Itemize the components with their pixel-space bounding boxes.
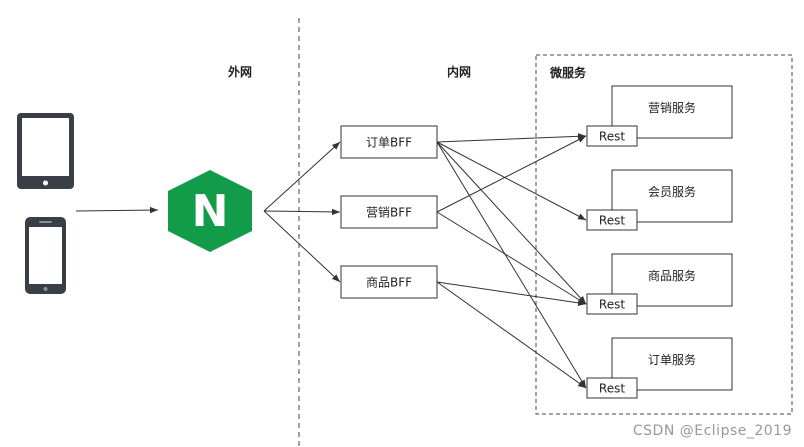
edge-marketing-bff-to-product-service (436, 211, 587, 305)
nginx-logo-icon: N (168, 170, 252, 252)
rest-endpoint-label-order: Rest (599, 382, 625, 396)
edge-order-bff-to-product-service (436, 141, 587, 305)
rest-endpoint-label-product: Rest (599, 298, 625, 312)
bff-label-product: 商品BFF (366, 275, 412, 290)
edge-marketing-bff-to-marketing-service (436, 135, 587, 213)
zone-label-external: 外网 (228, 64, 252, 79)
bff-label-order: 订单BFF (366, 136, 412, 150)
rest-endpoint-label-marketing: Rest (599, 130, 625, 144)
edge-order-bff-to-marketing-service (436, 133, 587, 143)
rest-endpoint-label-member: Rest (599, 214, 625, 228)
rest-endpoint-box-order (586, 377, 638, 399)
tablet-icon (17, 113, 74, 189)
zone-label-microservices: 微服务 (549, 65, 587, 80)
bff-box-product (340, 265, 438, 299)
service-label-order: 订单服务 (648, 352, 696, 367)
bff-nodes: 订单BFF 营销BFF 商品BFF (340, 125, 438, 299)
gateway-to-marketing-bff-arrow (263, 208, 341, 216)
zone-label-internal: 内网 (447, 64, 471, 79)
service-label-member: 会员服务 (648, 184, 696, 199)
gateway-edges (263, 141, 341, 283)
rest-endpoint-box-member (586, 209, 638, 231)
bff-box-marketing (340, 195, 438, 229)
gateway-to-product-bff-arrow (263, 210, 341, 283)
edge-order-bff-to-order-service (436, 141, 587, 389)
watermark: CSDN @Eclipse_2019 (632, 423, 792, 439)
service-label-product: 商品服务 (648, 268, 696, 283)
edge-product-bff-to-order-service (436, 281, 587, 389)
phone-icon (25, 217, 66, 294)
rest-endpoint-box-marketing (586, 125, 638, 147)
edge-order-bff-to-member-service (436, 141, 587, 221)
bff-label-marketing: 营销BFF (366, 206, 412, 220)
edge-product-bff-to-product-service (436, 281, 587, 306)
rest-endpoint-box-product (586, 293, 638, 315)
service-edges (436, 133, 587, 389)
client-to-gateway-arrow (75, 206, 159, 214)
service-label-marketing: 营销服务 (648, 100, 696, 115)
gateway-to-order-bff-arrow (263, 141, 341, 212)
microservices-boundary (535, 54, 793, 415)
bff-box-order (340, 125, 438, 159)
svg-text:N: N (192, 186, 229, 237)
